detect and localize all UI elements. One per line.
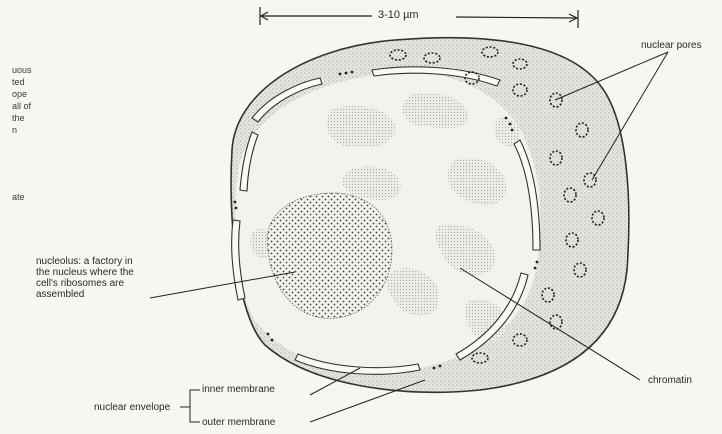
label-nucleolus: nucleolus: a factory in the nucleus wher…	[36, 256, 216, 300]
margin-line: n	[12, 124, 17, 136]
nucleolus-line: nucleolus: a factory in	[36, 256, 216, 267]
label-nuclear-envelope: nuclear envelope	[94, 402, 170, 413]
margin-line: ate	[12, 191, 25, 203]
margin-line: ope	[12, 88, 27, 100]
scale-bar	[260, 7, 578, 28]
nucleolus-line: assembled	[36, 289, 216, 300]
margin-line: uous	[12, 64, 32, 76]
margin-line: the	[12, 112, 25, 124]
nucleolus-line: the nucleus where the	[36, 267, 216, 278]
label-inner-membrane: inner membrane	[202, 384, 275, 395]
label-chromatin: chromatin	[648, 375, 692, 386]
label-outer-membrane: outer membrane	[202, 417, 275, 428]
margin-line: ted	[12, 76, 25, 88]
label-nuclear-pores: nuclear pores	[641, 40, 702, 51]
margin-line: all of	[12, 100, 31, 112]
scale-label: 3-10 µm	[378, 10, 419, 21]
nucleolus-line: cell's ribosomes are	[36, 278, 216, 289]
